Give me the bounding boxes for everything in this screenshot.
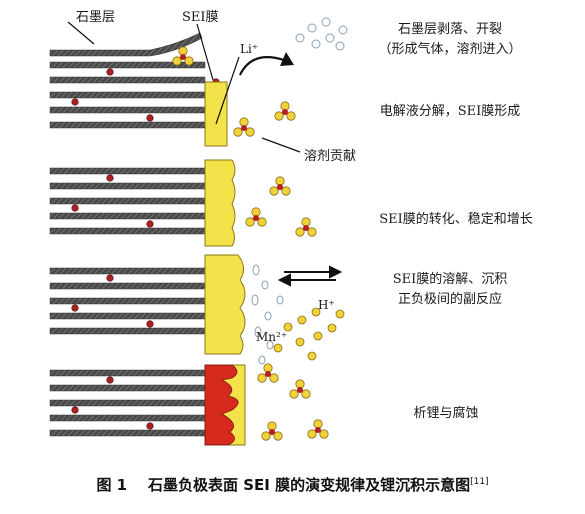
- graphite-sheet: [49, 167, 206, 175]
- li-ion-pointer: [215, 56, 240, 125]
- sei-pointer: [196, 23, 214, 81]
- gas-escape-arrow: [239, 56, 285, 76]
- graphite-sheet: [49, 91, 206, 99]
- graphite-sheet: [49, 399, 206, 407]
- sei-film-thin: [204, 81, 228, 147]
- intercalated-lithium-dot: [106, 376, 114, 384]
- solvent-molecule: [269, 176, 291, 196]
- graphite-sheet: [49, 282, 206, 290]
- graphite-sheet: [49, 429, 206, 437]
- graphite-sheet: [49, 414, 206, 422]
- graphite-sheet: [49, 297, 206, 305]
- mn-ions: [273, 307, 345, 361]
- stage5-label: 析锂与腐蚀: [413, 406, 479, 421]
- graphite-sheet: [49, 227, 206, 235]
- graphite-pointer: [67, 21, 95, 45]
- graphite-sheet: [49, 312, 206, 320]
- solvent-label: 溶剂贡献: [304, 149, 357, 164]
- intercalated-lithium-dot: [71, 204, 79, 212]
- graphite-sheet: [49, 106, 206, 114]
- intercalated-lithium-dot: [146, 422, 154, 430]
- intercalated-lithium-dot: [71, 304, 79, 312]
- intercalated-lithium-dot: [146, 220, 154, 228]
- solvent-molecule: [245, 207, 267, 227]
- exchange-arrows: [277, 265, 343, 287]
- graphite-sheet: [49, 212, 206, 220]
- figure-caption: 图 1 石墨负极表面 SEI 膜的演变规律及锂沉积示意图[11]: [0, 474, 585, 495]
- solvent-molecule: [307, 419, 329, 439]
- stage1-line1: 石墨层剥落、开裂: [397, 22, 503, 37]
- stage4-line2: 正负极间的副反应: [397, 292, 503, 307]
- graphite-sheet: [49, 197, 206, 205]
- li-ion-label: Li⁺: [240, 42, 259, 56]
- graphite-sheet: [49, 121, 206, 129]
- graphite-sheet: [49, 384, 206, 392]
- solvent-molecule: [295, 217, 317, 237]
- intercalated-lithium-dot: [71, 406, 79, 414]
- dissolved-fragments: [251, 264, 284, 365]
- peeling-graphite-layer: [49, 32, 203, 57]
- solvent-molecule: [257, 363, 279, 383]
- intercalated-lithium-dot: [106, 274, 114, 282]
- graphite-sheet: [49, 267, 206, 275]
- caption-text: 石墨负极表面 SEI 膜的演变规律及锂沉积示意图: [148, 476, 471, 494]
- sei-evolution-diagram: [49, 17, 348, 446]
- stage1-line2: （形成气体，溶剂进入）: [378, 42, 522, 57]
- intercalated-lithium-dot: [106, 174, 114, 182]
- h-ion-label: H⁺: [318, 298, 335, 312]
- sei-film-label: SEI膜: [182, 10, 219, 25]
- intercalated-lithium-dot: [146, 320, 154, 328]
- sei-film-growing: [204, 159, 236, 247]
- caption-number: 图 1: [96, 476, 128, 494]
- intercalated-lithium-dot: [71, 98, 79, 106]
- sei-film-dissolving: [204, 254, 246, 355]
- graphite-sheet: [49, 61, 206, 69]
- graphite-layer-label: 石墨层: [76, 10, 116, 25]
- solvent-molecule: [274, 101, 296, 121]
- mn-ion-label: Mn²⁺: [256, 330, 288, 344]
- graphite-sheet: [49, 182, 206, 190]
- graphite-layers: [49, 61, 206, 437]
- stage4-line1: SEI膜的溶解、沉积: [392, 272, 508, 287]
- intercalated-lithium-dot: [146, 114, 154, 122]
- stage3-label: SEI膜的转化、稳定和增长: [379, 212, 533, 227]
- solvent-molecule: [261, 421, 283, 441]
- solvent-molecule: [233, 117, 255, 137]
- graphite-sheet: [49, 327, 206, 335]
- lithium-dendrites: [204, 364, 239, 446]
- caption-reference: [11]: [470, 477, 489, 487]
- graphite-sheet: [49, 369, 206, 377]
- graphite-sheet: [49, 76, 206, 84]
- solvent-pointer: [261, 137, 301, 153]
- intercalated-lithium-dot: [106, 68, 114, 76]
- solvent-molecule: [289, 379, 311, 399]
- stage2-label: 电解液分解，SEI膜形成: [379, 104, 521, 119]
- gas-bubbles: [295, 17, 348, 51]
